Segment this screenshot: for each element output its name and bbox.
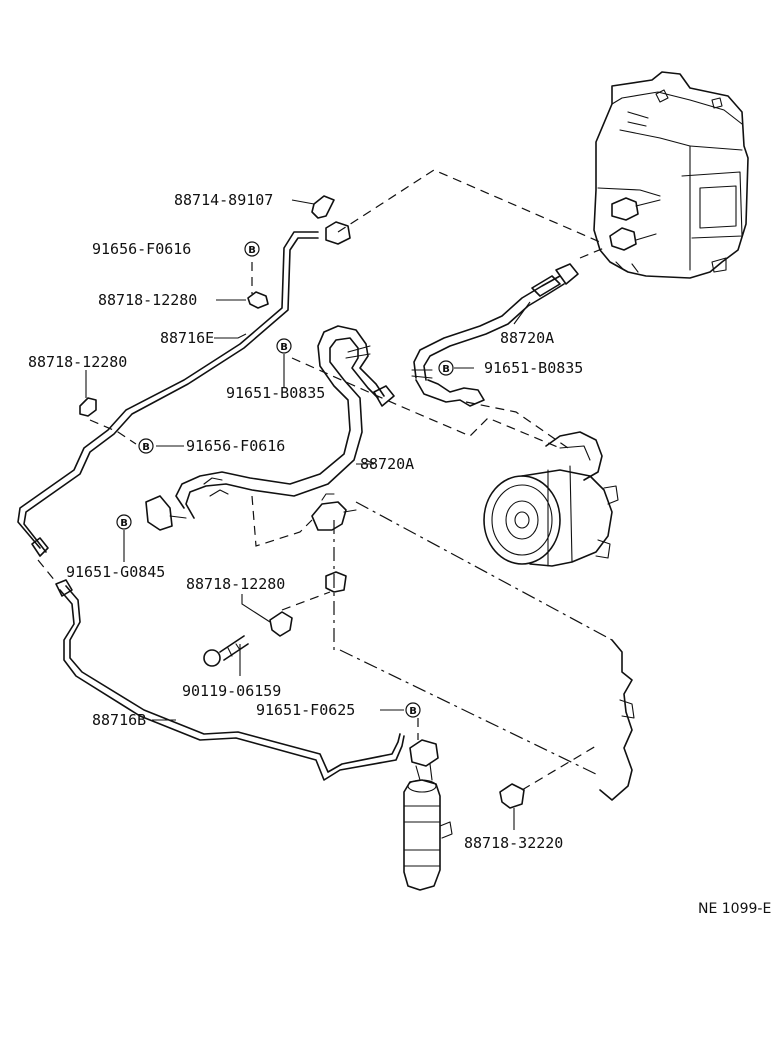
part-88718-12280-clamp-top [247,291,269,309]
label-88716E: 88716E [160,329,214,347]
label-88720A-top: 88720A [500,329,554,347]
leader-lines [85,199,531,830]
svg-text:B: B [120,518,128,529]
label-88718-12280-low: 88718-12280 [186,575,285,593]
label-91656-F0616-top: 91656-F0616 [92,240,191,258]
callout-b-4: B [138,438,154,454]
svg-text:B: B [442,364,450,375]
label-88716B: 88716B [92,711,146,729]
label-88718-12280-left: 88718-12280 [28,353,127,371]
callout-b-1: B [244,241,260,257]
label-91651-G0845: 91651-G0845 [66,563,165,581]
svg-text:B: B [248,245,256,256]
label-88720A-mid: 88720A [360,455,414,473]
part-labels: 88714-89107 91656-F0616 88718-12280 8871… [28,191,583,852]
pipe-88716E [17,221,351,557]
label-91656-F0616-mid: 91656-F0616 [186,437,285,455]
label-91651-B0835-right: 91651-B0835 [484,359,583,377]
evaporator-unit [593,71,749,279]
svg-text:B: B [280,342,288,353]
svg-text:B: B [142,442,150,453]
callout-b-2: B [276,338,292,354]
label-91651-B0835-mid: 91651-B0835 [226,384,325,402]
label-88718-32220: 88718-32220 [464,834,563,852]
part-88714-89107-hose [311,195,335,219]
part-88718-32220-clamp [499,783,525,809]
label-91651-F0625: 91651-F0625 [256,701,355,719]
part-88718-12280-clamp-low [269,611,293,637]
label-88714-89107: 88714-89107 [174,191,273,209]
receiver-drier [403,739,453,891]
label-90119-06159: 90119-06159 [182,682,281,700]
compressor [483,431,619,567]
callout-b-5: B [116,514,132,530]
condenser [311,493,635,801]
callout-b-3: B [438,360,454,376]
drawing-code: NE 1099-E [698,901,771,917]
label-88718-12280-top: 88718-12280 [98,291,197,309]
part-90119-06159-bolt [203,635,249,667]
pipe-88720A-upper [411,263,579,407]
callout-b-6: B [405,702,421,718]
part-88718-12280-clamp-left [79,397,97,417]
pipe-88716B [55,579,405,781]
pipe-88720A-lower [145,325,395,531]
svg-text:B: B [409,706,417,717]
connection-lines [37,169,605,791]
